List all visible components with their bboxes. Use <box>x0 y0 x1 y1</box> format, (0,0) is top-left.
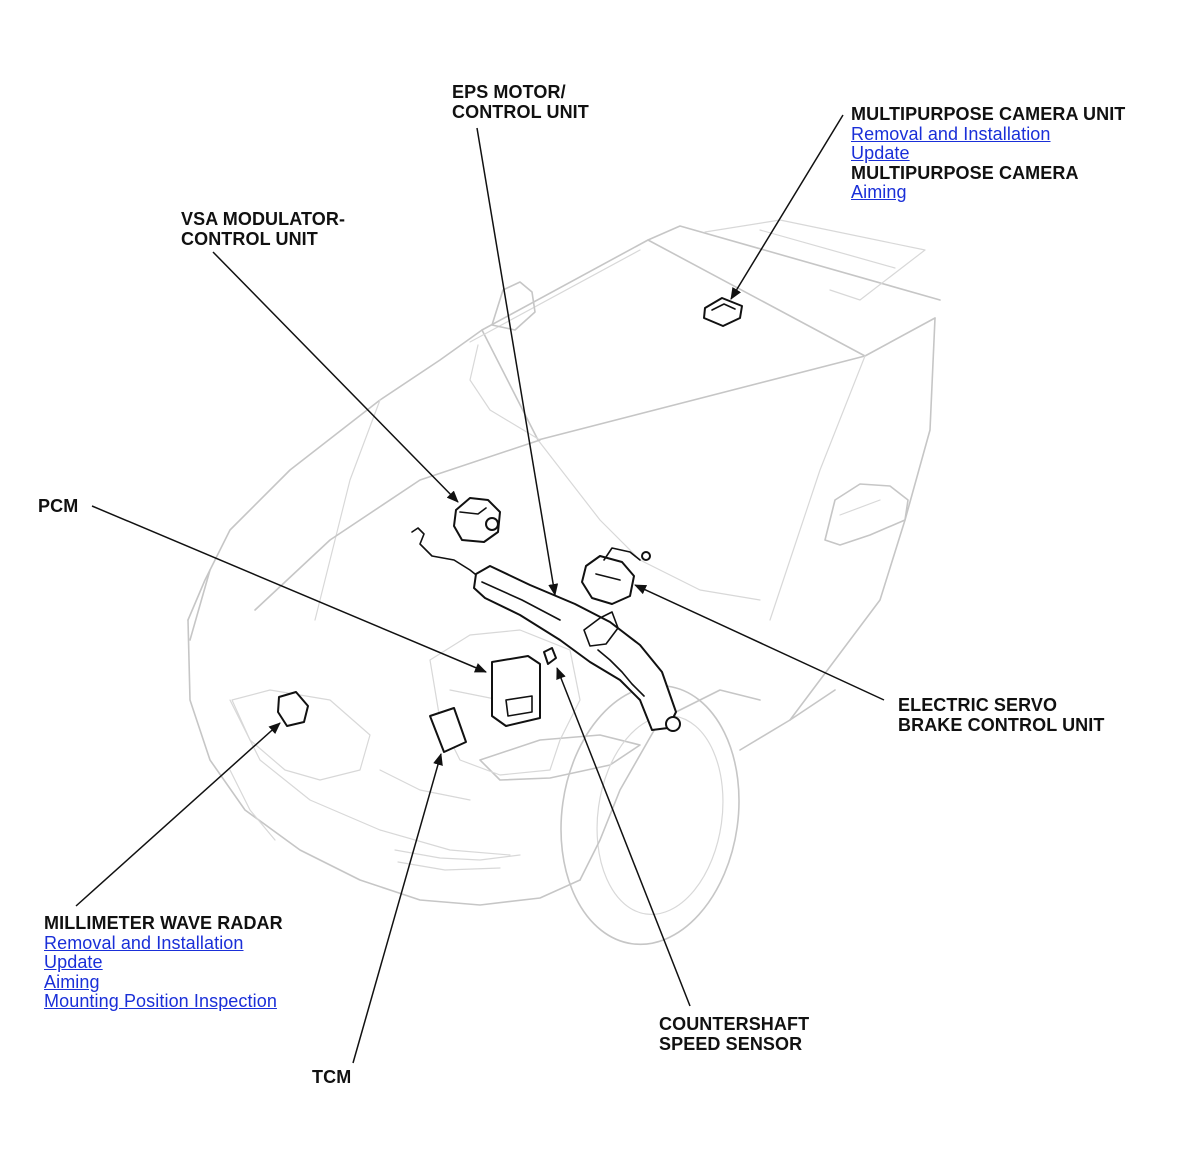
eps-label-line1: EPS MOTOR/ <box>452 82 566 102</box>
radar-update-link[interactable]: Update <box>44 952 103 972</box>
vsa-label-line2: CONTROL UNIT <box>181 228 318 249</box>
radar-removal-link[interactable]: Removal and Installation <box>44 932 244 953</box>
camera-title: MULTIPURPOSE CAMERA UNIT <box>851 104 1126 124</box>
radar-part <box>277 691 309 727</box>
camera-aiming-link[interactable]: Aiming <box>851 182 907 202</box>
vsa-modulator-label: VSA MODULATOR- CONTROL UNIT <box>181 209 346 249</box>
steering-rack-part <box>411 527 681 732</box>
pcm-label: PCM <box>38 496 79 517</box>
servo-brake-label: ELECTRIC SERVO BRAKE CONTROL UNIT <box>898 695 1105 735</box>
tcm-label-line1: TCM <box>312 1067 352 1087</box>
eps-motor-label: EPS MOTOR/ CONTROL UNIT <box>452 82 589 122</box>
radar-mounting-link[interactable]: Mounting Position Inspection <box>44 991 277 1011</box>
countershaft-label-line2: SPEED SENSOR <box>659 1033 803 1054</box>
camera-subtitle: MULTIPURPOSE CAMERA <box>851 162 1079 183</box>
tcm-label: TCM <box>312 1067 352 1088</box>
countershaft-label: COUNTERSHAFT SPEED SENSOR <box>659 1014 810 1054</box>
servo-label-line2: BRAKE CONTROL UNIT <box>898 714 1105 735</box>
pcm-part <box>491 655 541 727</box>
camera-unit-label: MULTIPURPOSE CAMERA UNIT Removal and Ins… <box>851 104 1126 203</box>
camera-removal-link[interactable]: Removal and Installation <box>851 123 1051 144</box>
vsa-label-line1: VSA MODULATOR- <box>181 209 346 229</box>
leader-lines <box>75 114 885 1064</box>
radar-aiming-link[interactable]: Aiming <box>44 971 100 992</box>
radar-title: MILLIMETER WAVE RADAR <box>44 913 283 933</box>
camera-unit-part <box>703 297 743 327</box>
tcm-part <box>429 707 467 753</box>
camera-update-link[interactable]: Update <box>851 143 910 163</box>
countershaft-label-line1: COUNTERSHAFT <box>659 1014 810 1034</box>
pcm-label-line1: PCM <box>38 496 79 516</box>
vsa-modulator-part <box>453 497 501 543</box>
eps-label-line2: CONTROL UNIT <box>452 101 589 122</box>
servo-label-line1: ELECTRIC SERVO <box>898 695 1058 715</box>
radar-label: MILLIMETER WAVE RADAR Removal and Instal… <box>44 913 283 1012</box>
servo-brake-part <box>581 547 651 605</box>
car-body-outline <box>187 219 941 946</box>
countershaft-sensor-part <box>543 647 557 665</box>
